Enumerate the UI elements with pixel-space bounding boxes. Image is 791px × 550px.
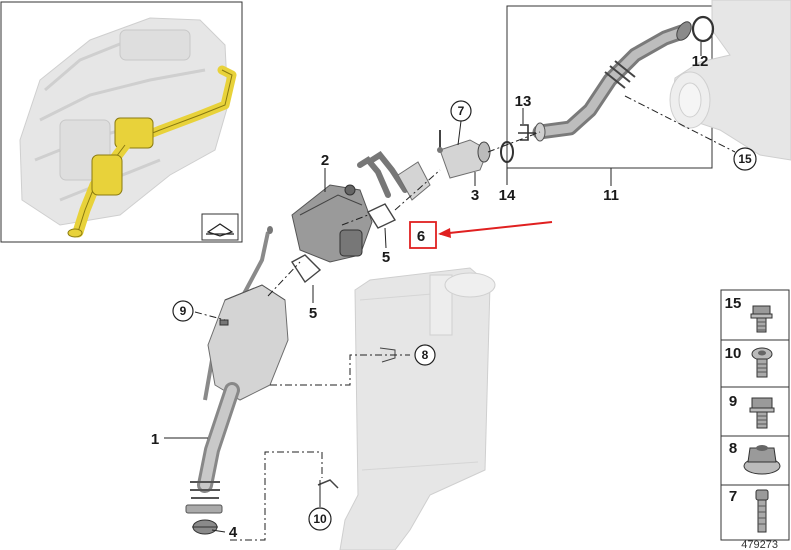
pipe-elbow-part-3 xyxy=(439,139,491,179)
callout-2: 2 xyxy=(321,152,329,169)
callout-arrowhead xyxy=(438,228,451,238)
svg-text:8: 8 xyxy=(422,348,429,362)
leader-5a xyxy=(384,227,387,249)
callout-7: 7 xyxy=(450,100,472,122)
legend-row-10: 10 xyxy=(725,345,773,378)
bolt-part-7 xyxy=(437,130,443,153)
callout-6-highlighted: 6 xyxy=(409,221,553,249)
callout-14: 14 xyxy=(499,187,516,204)
turbo-ghost-image xyxy=(669,0,791,161)
callout-5-lower: 5 xyxy=(309,305,317,322)
document-id: 479273 xyxy=(741,539,778,550)
svg-text:9: 9 xyxy=(180,304,187,318)
callout-11: 11 xyxy=(603,187,619,204)
svg-text:15: 15 xyxy=(725,295,742,312)
callout-9: 9 xyxy=(172,300,194,322)
callout-12: 12 xyxy=(692,53,709,70)
main-assembly xyxy=(164,120,541,550)
torx-screw-icon xyxy=(751,347,773,378)
engine-overview-inset xyxy=(0,1,243,243)
legend-row-9: 9 xyxy=(729,393,775,429)
clamp-part-13 xyxy=(518,124,536,141)
assembly-line-4 xyxy=(487,131,541,153)
assembly-line-10 xyxy=(230,451,323,541)
svg-text:8: 8 xyxy=(729,440,737,457)
callout-1: 1 xyxy=(151,431,159,448)
callout-arrow xyxy=(439,221,553,235)
svg-text:7: 7 xyxy=(458,104,465,118)
callout-10: 10 xyxy=(308,507,332,531)
legend-row-7: 7 xyxy=(729,488,769,533)
seal-part-4 xyxy=(192,519,218,535)
bracket-part-6 xyxy=(357,151,431,201)
legend-row-15: 15 xyxy=(725,295,773,333)
leader-7 xyxy=(457,120,462,146)
hex-nut-icon xyxy=(743,445,781,475)
long-bolt-icon xyxy=(755,489,769,533)
egr-cooler-part-2 xyxy=(291,184,373,263)
assembly-line-8 xyxy=(270,354,410,386)
fastener-legend: 15 10 9 xyxy=(720,289,790,541)
o-ring-part-12 xyxy=(691,15,715,43)
gasket-part-5-upper xyxy=(366,203,397,229)
svg-text:7: 7 xyxy=(729,488,737,505)
svg-text:10: 10 xyxy=(725,345,742,362)
assembly-line-3 xyxy=(394,169,441,211)
svg-text:10: 10 xyxy=(313,512,327,526)
bracket-part-8 xyxy=(379,347,396,363)
view-direction-icon xyxy=(201,213,239,241)
callout-5-upper: 5 xyxy=(382,249,390,266)
gasket-part-5-lower xyxy=(290,254,322,284)
assembly-line-2 xyxy=(341,214,369,226)
leader-4 xyxy=(211,529,226,533)
ring-part-14 xyxy=(500,141,514,163)
screw-part-9 xyxy=(219,319,229,326)
pipe-detail-inset xyxy=(506,0,791,186)
clip-part-10 xyxy=(317,479,339,489)
callout-8: 8 xyxy=(414,344,436,366)
callout-4: 4 xyxy=(229,524,238,541)
svg-text:15: 15 xyxy=(738,152,752,166)
svg-text:6: 6 xyxy=(417,228,425,245)
assembly-line-9 xyxy=(194,311,226,321)
callout-3: 3 xyxy=(471,187,479,204)
callout-15: 15 xyxy=(733,147,757,171)
pipe-part-11 xyxy=(532,21,692,142)
exhaust-highlight xyxy=(67,65,237,238)
catalytic-converter-part-1 xyxy=(185,226,289,514)
callout-numbers: 1 2 3 4 5 5 14 11 12 13 7 8 9 10 15 xyxy=(151,53,757,541)
hex-bolt-icon xyxy=(749,397,775,429)
svg-text:9: 9 xyxy=(729,393,737,410)
leader-15 xyxy=(624,95,736,153)
legend-row-8: 8 xyxy=(729,440,781,475)
callout-13: 13 xyxy=(515,93,532,110)
flange-bolt-icon xyxy=(750,305,773,333)
particulate-filter-ghost xyxy=(339,267,496,550)
